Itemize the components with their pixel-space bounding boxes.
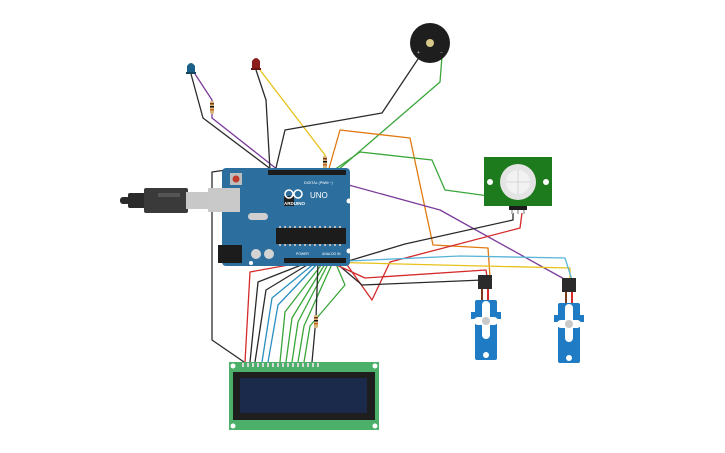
power-jack bbox=[218, 245, 242, 263]
wire-led-red-cathode[interactable] bbox=[255, 69, 271, 171]
power-header-label: POWER bbox=[296, 252, 309, 256]
wire-buzzer-neg[interactable] bbox=[274, 55, 421, 173]
wire-lcd-black3[interactable] bbox=[311, 261, 319, 363]
arduino-brand-label: ARDUINO bbox=[284, 201, 305, 206]
wire-lcd-blue2[interactable] bbox=[267, 261, 320, 363]
arduino-logo-icon bbox=[284, 189, 303, 199]
atmega-chip bbox=[276, 228, 346, 244]
servo-motor-2[interactable] bbox=[554, 278, 584, 363]
wire-pir-vcc[interactable] bbox=[344, 212, 523, 301]
wire-lcd-blue[interactable] bbox=[261, 261, 317, 363]
lcd-screen bbox=[240, 378, 367, 413]
wire-servo2-blue[interactable] bbox=[325, 255, 573, 281]
led-blue[interactable] bbox=[186, 63, 196, 74]
power-analog-header bbox=[284, 258, 346, 263]
digital-header bbox=[268, 170, 346, 175]
usb-cable bbox=[120, 188, 210, 213]
wire-lcd-black2[interactable] bbox=[254, 261, 313, 363]
wire-servo1-gnd[interactable] bbox=[334, 261, 484, 286]
wire-lcd-green1[interactable] bbox=[279, 263, 323, 363]
resistor-lcd[interactable] bbox=[314, 315, 318, 328]
wire-buzzer-pos[interactable] bbox=[337, 55, 443, 171]
wire-lcd-green2[interactable] bbox=[285, 263, 326, 363]
wire-lcd-green3[interactable] bbox=[291, 263, 329, 363]
wire-lcd-black1[interactable] bbox=[249, 261, 310, 363]
wire-orange-servo[interactable] bbox=[327, 129, 491, 278]
arduino-model-label: UNO bbox=[310, 191, 328, 200]
svg-text:+: + bbox=[417, 50, 420, 56]
resistor-led[interactable] bbox=[210, 101, 214, 114]
resistor-yellow-wire[interactable] bbox=[323, 156, 327, 169]
wire-lcd-green4[interactable] bbox=[297, 263, 333, 363]
wire-pir-gnd[interactable] bbox=[344, 213, 514, 263]
led-red[interactable] bbox=[251, 58, 261, 70]
arduino-uno-board[interactable]: ARDUINO UNO DIGITAL (PWM ~) POWER ANALOG… bbox=[208, 168, 352, 266]
digital-header-label: DIGITAL (PWM ~) bbox=[304, 181, 333, 185]
wire-servo1-vcc[interactable] bbox=[329, 261, 488, 279]
analog-header-label: ANALOG IN bbox=[322, 252, 341, 256]
lcd-display-16x2[interactable] bbox=[229, 362, 379, 430]
wire-led-blue-cathode[interactable] bbox=[190, 73, 273, 171]
wire-servo2-yellow[interactable] bbox=[321, 261, 571, 280]
usb-port bbox=[208, 188, 240, 212]
wire-black-lcd-gnd[interactable] bbox=[211, 169, 245, 363]
pir-motion-sensor[interactable] bbox=[484, 157, 552, 214]
servo-motor-1[interactable] bbox=[471, 275, 501, 360]
buzzer[interactable]: + − bbox=[410, 23, 450, 63]
svg-text:−: − bbox=[440, 50, 443, 56]
wire-lcd-green5[interactable] bbox=[303, 263, 346, 363]
